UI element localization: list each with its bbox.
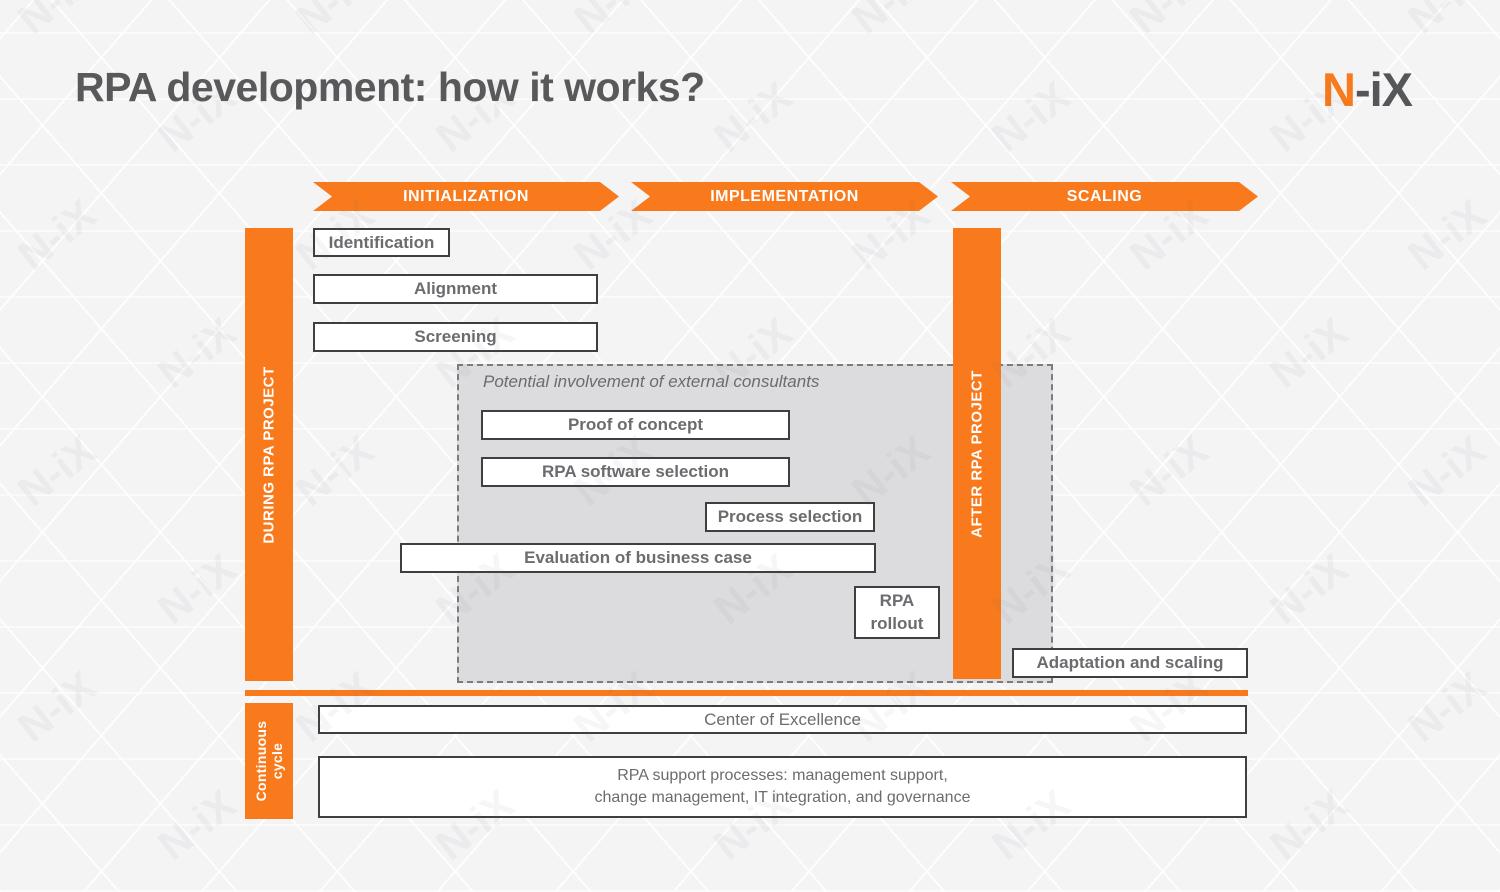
nix-logo: N-iX (1322, 62, 1413, 117)
phase-arrow-scaling: SCALING (951, 182, 1258, 211)
logo-orange-letter: N (1322, 63, 1356, 116)
during-rpa-project-label: DURING RPA PROJECT (260, 365, 278, 544)
phase-label: SCALING (1066, 187, 1143, 205)
continuous-cycle-bar: Continuous cycle (245, 703, 293, 819)
page-title: RPA development: how it works? (75, 64, 705, 110)
rpa-support-line-2: change management, IT integration, and g… (594, 789, 971, 806)
rpa-support-line-1: RPA support processes: management suppor… (617, 766, 948, 784)
phase-arrow-implementation: IMPLEMENTATION (631, 182, 938, 211)
center-of-excellence-box: Center of Excellence (318, 705, 1247, 734)
step-rpa-rollout: RPA rollout (854, 586, 940, 639)
section-divider (245, 690, 1248, 696)
continuous-cycle-label: Continuous cycle (252, 720, 285, 802)
step-rpa-software-selection: RPA software selection (481, 457, 790, 487)
step-adaptation-and-scaling: Adaptation and scaling (1012, 648, 1248, 678)
step-screening: Screening (313, 322, 598, 352)
external-consultants-note: Potential involvement of external consul… (483, 372, 820, 391)
logo-gray-letters: -iX (1354, 63, 1413, 116)
phase-arrow-initialization: INITIALIZATION (313, 182, 619, 211)
after-rpa-project-label: AFTER RPA PROJECT (968, 369, 986, 538)
step-proof-of-concept: Proof of concept (481, 410, 790, 440)
phase-label: INITIALIZATION (403, 187, 529, 205)
after-rpa-project-bar: AFTER RPA PROJECT (953, 228, 1001, 679)
step-identification: Identification (313, 228, 450, 257)
phase-label: IMPLEMENTATION (710, 187, 859, 205)
during-rpa-project-bar: DURING RPA PROJECT (245, 228, 293, 681)
rpa-support-processes-box: RPA support processes: management suppor… (318, 756, 1247, 818)
step-alignment: Alignment (313, 274, 598, 304)
step-process-selection: Process selection (705, 502, 875, 532)
step-evaluation-of-business-case: Evaluation of business case (400, 543, 876, 573)
